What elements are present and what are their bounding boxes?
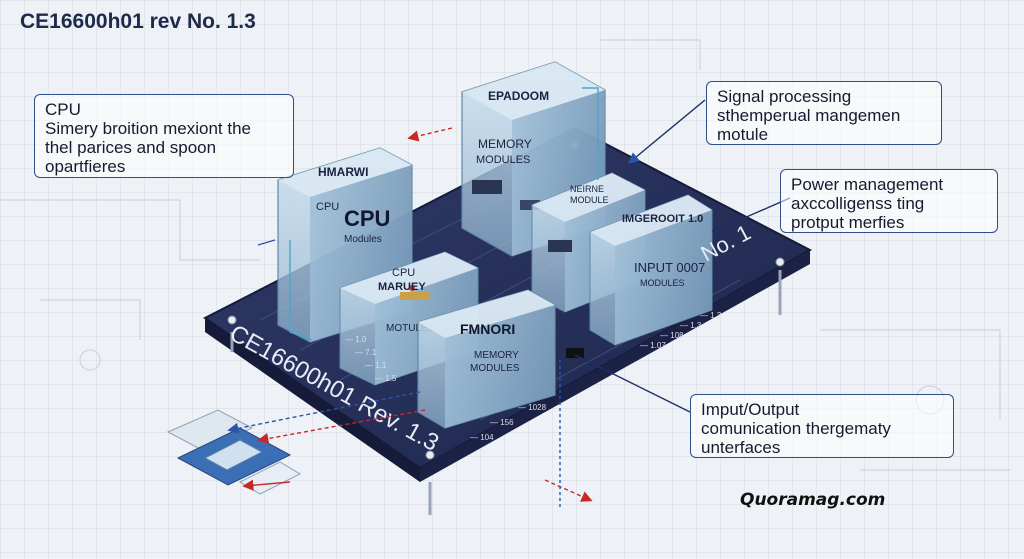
callout-signal-line-1: Signal processing bbox=[717, 87, 852, 106]
signal-module-label-2: MODULE bbox=[570, 195, 609, 205]
callout-signal-line-3: motule bbox=[717, 125, 769, 144]
line-power bbox=[711, 197, 791, 233]
memory-bottom-label-2: MODULES bbox=[470, 363, 520, 374]
pin-label-left-3: — 1.1 bbox=[365, 361, 387, 370]
input-module-top-label: IMGEROOIT 1.0 bbox=[622, 213, 703, 225]
arrow-red-top bbox=[407, 127, 453, 142]
pin-label-left-2: — 7.1 bbox=[355, 348, 377, 357]
pin-label-left-1: — 1.0 bbox=[345, 335, 367, 344]
callout-cpu-line-4: opartfieres bbox=[45, 157, 126, 176]
connector-cyan-right bbox=[582, 87, 599, 180]
page-title: CE16600h01 rev No. 1.3 bbox=[20, 10, 256, 33]
callout-io-line-1: Imput/Output bbox=[701, 400, 800, 419]
callout-io: Imput/Output comunication thergematy unt… bbox=[690, 394, 954, 458]
callout-signal-line-2: sthemperual mangemen bbox=[717, 106, 901, 125]
cpu-big-title: CPU bbox=[344, 206, 390, 231]
line-cpu-callout bbox=[257, 239, 276, 246]
callout-cpu-line-1: CPU bbox=[45, 100, 81, 119]
input-module-label-2: MODULES bbox=[640, 278, 685, 288]
memory-bottom-top-label: FMNORI bbox=[460, 321, 515, 337]
callout-cpu-line-3: thel parices and spoon bbox=[45, 138, 217, 157]
cpu-big-subtitle: Modules bbox=[344, 234, 382, 245]
arrow-red-small bbox=[242, 479, 291, 491]
signal-module-label-1: NEIRNE bbox=[570, 184, 604, 194]
connector-cyan-left bbox=[289, 240, 313, 341]
input-module bbox=[589, 194, 713, 346]
callout-signal: Signal processing sthemperual mangemen m… bbox=[706, 81, 942, 145]
cpu-big-top-label: HMARWI bbox=[318, 165, 368, 179]
pin-label-right-2: — 1.3 bbox=[680, 321, 702, 330]
pin-label-left-4: — 1.5 bbox=[375, 374, 397, 383]
pin-label-right-3: — 108 bbox=[660, 331, 684, 340]
cpu-small-label-1: CPU bbox=[392, 267, 415, 279]
line-io bbox=[574, 354, 691, 413]
input-module-label-1: INPUT 0007 bbox=[634, 260, 705, 275]
board-chip bbox=[566, 348, 584, 358]
arrow-red-bottom bbox=[544, 479, 593, 502]
callout-power-line-1: Power management bbox=[791, 175, 944, 194]
cpu-small-label-2: MARUEY bbox=[378, 281, 426, 293]
memory-bottom-label-1: MEMORY bbox=[474, 350, 519, 361]
cpu-small-label-3: MOTULES bbox=[386, 323, 435, 334]
callout-power: Power management axccolligenss ting prot… bbox=[780, 169, 998, 233]
memory-top-label-2: MODULES bbox=[476, 154, 530, 166]
pin-label-right-1: — 1.3 bbox=[700, 311, 722, 320]
arrow-blue-dashed bbox=[227, 391, 421, 434]
pin-label-bottom-2: — 156 bbox=[490, 418, 514, 427]
pin-label-right-4: — 1.07 bbox=[640, 341, 666, 350]
pin-label-bottom-3: — 104 bbox=[470, 433, 494, 442]
blueprint-lines bbox=[0, 39, 1010, 471]
callout-power-line-3: protput merfies bbox=[791, 213, 905, 232]
watermark: Quoramag.com bbox=[740, 490, 886, 510]
callout-cpu-line-2: Simery broition mexiont the bbox=[45, 119, 251, 138]
pin-label-bottom-1: — 1028 bbox=[518, 403, 547, 412]
callout-cpu: CPU Simery broition mexiont the thel par… bbox=[34, 94, 294, 178]
memory-top-top-label: EPADOOM bbox=[488, 89, 549, 103]
callout-power-line-2: axccolligenss ting bbox=[791, 194, 925, 213]
arrow-signal bbox=[627, 99, 706, 164]
cpu-big-corner-label: CPU bbox=[316, 201, 339, 213]
memory-module-bottom bbox=[417, 289, 556, 429]
callout-io-line-2: comunication thergematy bbox=[701, 419, 891, 438]
memory-top-label-1: MEMORY bbox=[478, 137, 532, 151]
callout-io-line-3: unterfaces bbox=[701, 438, 781, 457]
